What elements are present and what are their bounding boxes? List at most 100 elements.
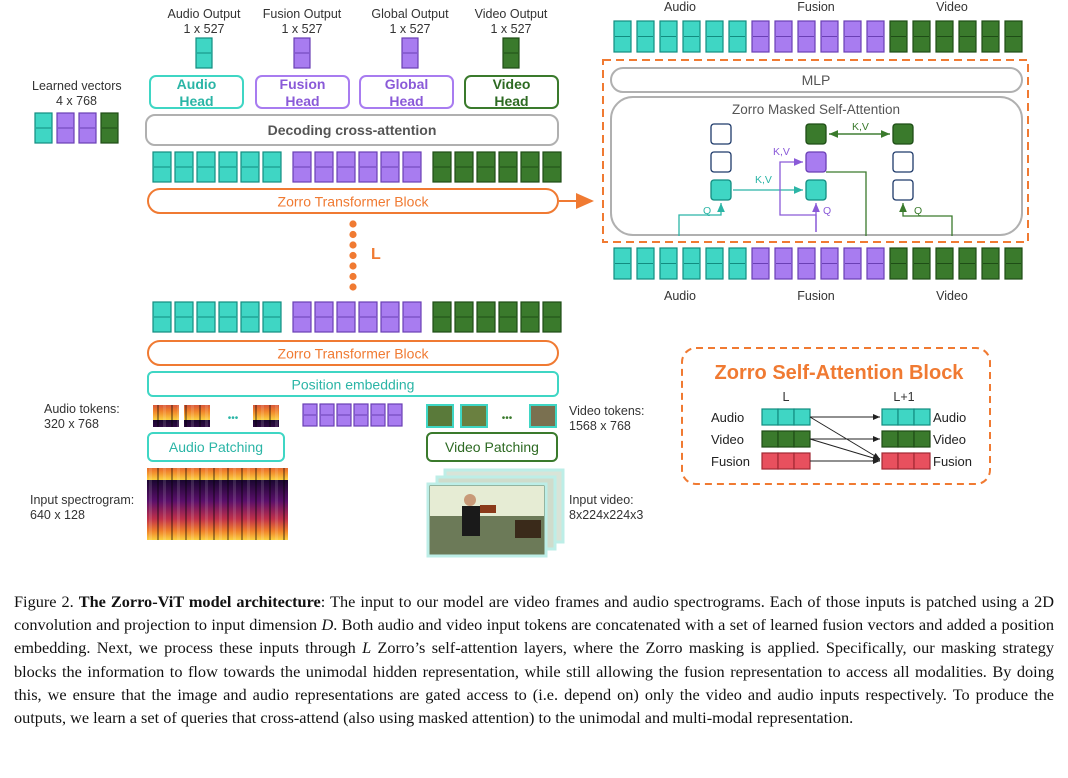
head-label-line2: Head	[179, 93, 213, 109]
block-token-l1	[897, 430, 915, 448]
input-spectrogram-label: Input spectrogram:	[30, 493, 134, 507]
mlp-label: MLP	[802, 72, 831, 88]
video-patch	[529, 404, 557, 428]
input-spectrogram-dim: 640 x 128	[30, 508, 85, 522]
head-label-line2: Head	[285, 93, 319, 109]
loop-dot	[349, 230, 357, 239]
input-video-frames	[426, 468, 565, 558]
loop-dot	[349, 272, 357, 281]
fusion-token-row	[302, 403, 403, 427]
block-token-l1	[913, 408, 931, 426]
fusion-column-video-node	[805, 123, 827, 145]
q-label-video: Q	[914, 205, 922, 217]
detail-top-label-video: Video	[936, 0, 968, 14]
block-token-l	[761, 408, 779, 426]
learned-vector-tokens	[34, 112, 119, 144]
mlp-box	[610, 67, 1023, 93]
video-patching-box	[426, 432, 558, 462]
figure-caption: Figure 2. The Zorro-ViT model architectu…	[14, 590, 1054, 729]
detail-bottom-label-fusion: Fusion	[797, 289, 835, 303]
block-token-l	[761, 452, 779, 470]
q-label-fusion: Q	[823, 205, 831, 217]
attention-graph: K,V K,V K,V Q Q Q	[678, 121, 953, 236]
kv-label-video: K,V	[852, 121, 869, 133]
audio-node-empty	[710, 151, 732, 173]
video-node-empty	[892, 179, 914, 201]
block-token-l1	[913, 452, 931, 470]
audio-to-fusion	[809, 416, 881, 460]
head-label-line2: Head	[494, 93, 528, 109]
decoding-cross-attention-label: Decoding cross-attention	[268, 122, 437, 138]
block-col-l1: L+1	[893, 390, 914, 404]
transformer-block-bottom-label: Zorro Transformer Block	[278, 346, 430, 362]
video-tokens-label: Video tokens:	[569, 404, 645, 418]
video-patch-thumbnails	[426, 404, 557, 428]
caption-text-2: . Both audio and video input tokens are …	[14, 615, 1054, 658]
loop-label: L	[371, 246, 381, 263]
decoding-cross-attention-box	[145, 114, 559, 146]
transformer-block-top	[147, 188, 559, 214]
q-arrow-audio	[678, 203, 725, 236]
block-row-label-right: Video	[933, 432, 966, 447]
audio-patch	[153, 405, 179, 427]
head-label-line1: Video	[493, 76, 531, 92]
block-col-l: L	[783, 390, 790, 404]
token-row-middle	[152, 301, 562, 333]
audio-patching-box	[147, 432, 285, 462]
self-attention-block-title: Zorro Self-Attention Block	[715, 362, 965, 384]
head-box	[149, 75, 244, 109]
kv-label-fusion: K,V	[773, 146, 790, 158]
block-token-l	[793, 408, 811, 426]
video-node	[892, 123, 914, 145]
block-token-l1	[897, 452, 915, 470]
violin	[480, 505, 496, 513]
input-video-label: Input video:	[569, 493, 634, 507]
head-label-line1: Audio	[177, 76, 217, 92]
detail-token-row-bottom	[613, 247, 1023, 280]
block-token-l	[777, 430, 795, 448]
block-token-l1	[881, 430, 899, 448]
audio-patching-label: Audio Patching	[169, 439, 263, 455]
kv-label-audio: K,V	[755, 174, 772, 186]
detail-top-label-fusion: Fusion	[797, 0, 835, 14]
caption-d: D	[321, 615, 334, 635]
video-ellipsis: •••	[502, 413, 513, 424]
input-spectrogram-image	[147, 468, 288, 540]
loop-dot	[349, 262, 357, 270]
head-label-line1: Global	[385, 76, 429, 92]
head-label-line1: Fusion	[280, 76, 326, 92]
block-row-label-right: Audio	[933, 410, 966, 425]
transformer-block-top-label: Zorro Transformer Block	[278, 194, 430, 210]
audio-node-empty	[710, 123, 732, 145]
head-box	[255, 75, 350, 109]
caption-figure-number: Figure 2.	[14, 592, 74, 611]
block-token-l	[777, 408, 795, 426]
output-dim: 1 x 527	[389, 22, 430, 36]
loop-dot	[349, 251, 357, 260]
block-token-l	[793, 452, 811, 470]
head-label-line2: Head	[389, 93, 423, 109]
transformer-block-bottom	[147, 340, 559, 366]
video-to-fusion-line	[826, 171, 867, 236]
output-dim: 1 x 527	[183, 22, 224, 36]
loop-dots	[349, 220, 357, 291]
loop-dot	[349, 241, 357, 249]
output-dim: 1 x 527	[490, 22, 531, 36]
audio-ellipsis: •••	[228, 413, 239, 424]
audio-patch	[184, 405, 210, 427]
learned-vectors-dim: 4 x 768	[56, 94, 97, 108]
output-name: Video Output	[475, 7, 548, 21]
block-token-l	[761, 430, 779, 448]
detail-bottom-label-video: Video	[936, 289, 968, 303]
position-embedding-label: Position embedding	[292, 377, 415, 393]
violinist-body	[462, 506, 480, 536]
detail-top-label-audio: Audio	[664, 0, 696, 14]
caption-title: The Zorro-ViT model architecture	[78, 592, 321, 611]
block-row-label-left: Video	[711, 432, 744, 447]
output-dim: 1 x 527	[281, 22, 322, 36]
block-connections	[809, 414, 881, 464]
